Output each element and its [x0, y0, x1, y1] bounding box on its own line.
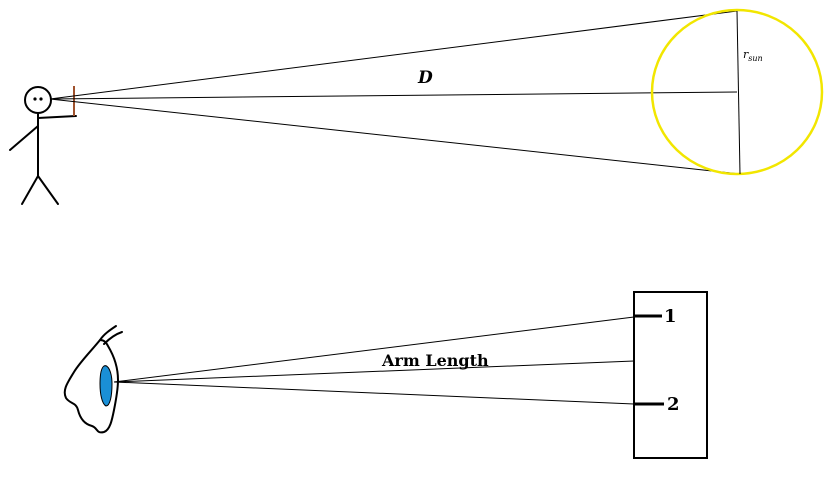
sight-line-mid	[113, 360, 635, 383]
mark-1-label: 1	[664, 306, 677, 327]
arm-length-label: Arm Length	[381, 351, 489, 370]
top-diagram: D rsun	[9, 8, 824, 205]
bottom-diagram: Arm Length 1 2	[63, 291, 708, 459]
figure-arm-right	[37, 115, 77, 119]
figure-leg-left	[21, 175, 39, 205]
eye-iris	[99, 365, 113, 407]
radius-label: rsun	[743, 48, 763, 63]
stick-figure	[9, 86, 77, 205]
eye-outline	[63, 338, 120, 434]
figure-head	[24, 86, 52, 114]
sight-line-mark-2	[113, 381, 635, 405]
sight-line-mark-1	[113, 316, 635, 383]
figure-arm-left	[9, 125, 39, 151]
eyelash-2	[103, 331, 123, 345]
figure-eye	[33, 97, 37, 101]
sight-line-center	[49, 91, 738, 100]
sun-radius-line	[736, 10, 741, 175]
ruler-box	[633, 291, 708, 459]
distance-label: D	[417, 68, 433, 88]
figure-eye-2	[39, 97, 43, 101]
sight-line-top	[49, 10, 738, 100]
figure-leg-right	[37, 175, 59, 205]
sun-circle	[650, 8, 824, 176]
sight-line-bottom	[49, 98, 741, 175]
eye-profile	[63, 325, 123, 434]
mark-2-label: 2	[667, 394, 680, 415]
eyelash-1	[99, 325, 117, 341]
